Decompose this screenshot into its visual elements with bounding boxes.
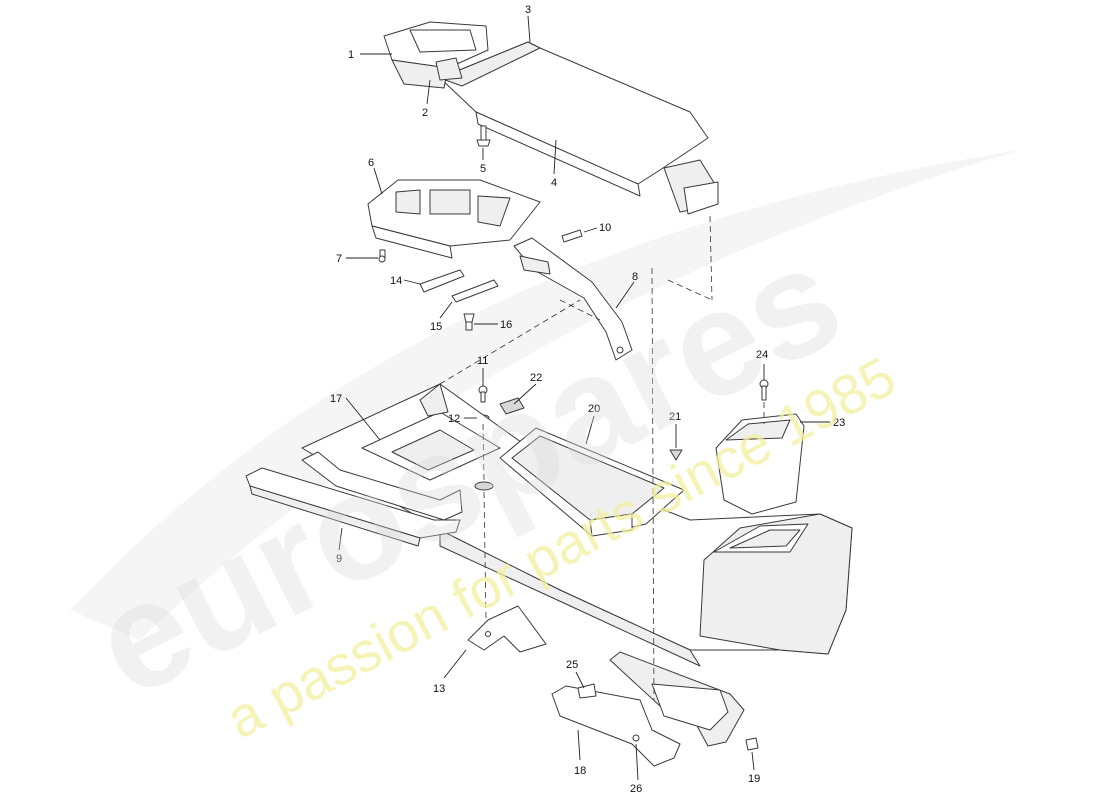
callout-1: 1 [348,49,354,61]
callout-13: 13 [433,683,445,695]
armrest-lid [439,41,719,215]
callout-15: 15 [430,321,442,333]
callout-22: 22 [530,372,542,384]
mounting-frame-18 [551,651,745,767]
callout-labels: 1 2 3 4 5 6 7 8 9 10 11 12 13 14 15 16 1… [330,4,845,795]
callout-21: 21 [669,411,681,423]
callout-17: 17 [330,393,342,405]
callout-24: 24 [756,349,768,361]
leader-lines [338,15,830,781]
watermark-swoosh [70,150,1020,640]
callout-2: 2 [422,107,428,119]
callout-8: 8 [632,271,638,283]
bolt-19 [745,737,759,751]
callout-18: 18 [574,765,586,777]
screw-7 [378,249,386,263]
callout-25: 25 [566,659,578,671]
console-tray [367,179,541,259]
callout-7: 7 [336,253,342,265]
side-bracket-17 [301,451,463,521]
callout-9: 9 [336,553,342,565]
callout-6: 6 [368,157,374,169]
screw-11 [478,385,488,403]
callout-10: 10 [599,222,611,234]
bolt-25 [577,683,597,699]
storage-bin [383,21,489,89]
callout-12: 12 [448,413,460,425]
inner-tray [499,427,685,537]
clip-14 [419,269,465,293]
screw-24 [759,379,769,401]
bolt-10 [561,229,583,243]
lower-bracket-13 [467,605,547,653]
callout-26: 26 [630,783,642,795]
pin-21 [669,449,683,461]
side-trim-9 [245,467,461,547]
callout-16: 16 [500,319,512,331]
callout-14: 14 [390,275,402,287]
callout-19: 19 [748,773,760,785]
clip-15 [451,279,499,303]
cup-holder-23 [715,413,805,515]
clip-22 [499,397,525,415]
callout-3: 3 [525,4,531,16]
bracket-arm [513,237,633,361]
screw-16 [463,313,475,331]
nut-26 [632,734,640,742]
assembly-guide-lines [439,215,765,701]
screw-5 [476,125,491,147]
callout-4: 4 [551,177,557,189]
callout-23: 23 [833,417,845,429]
callout-20: 20 [588,403,600,415]
callout-5: 5 [480,163,486,175]
callout-11: 11 [477,355,488,367]
